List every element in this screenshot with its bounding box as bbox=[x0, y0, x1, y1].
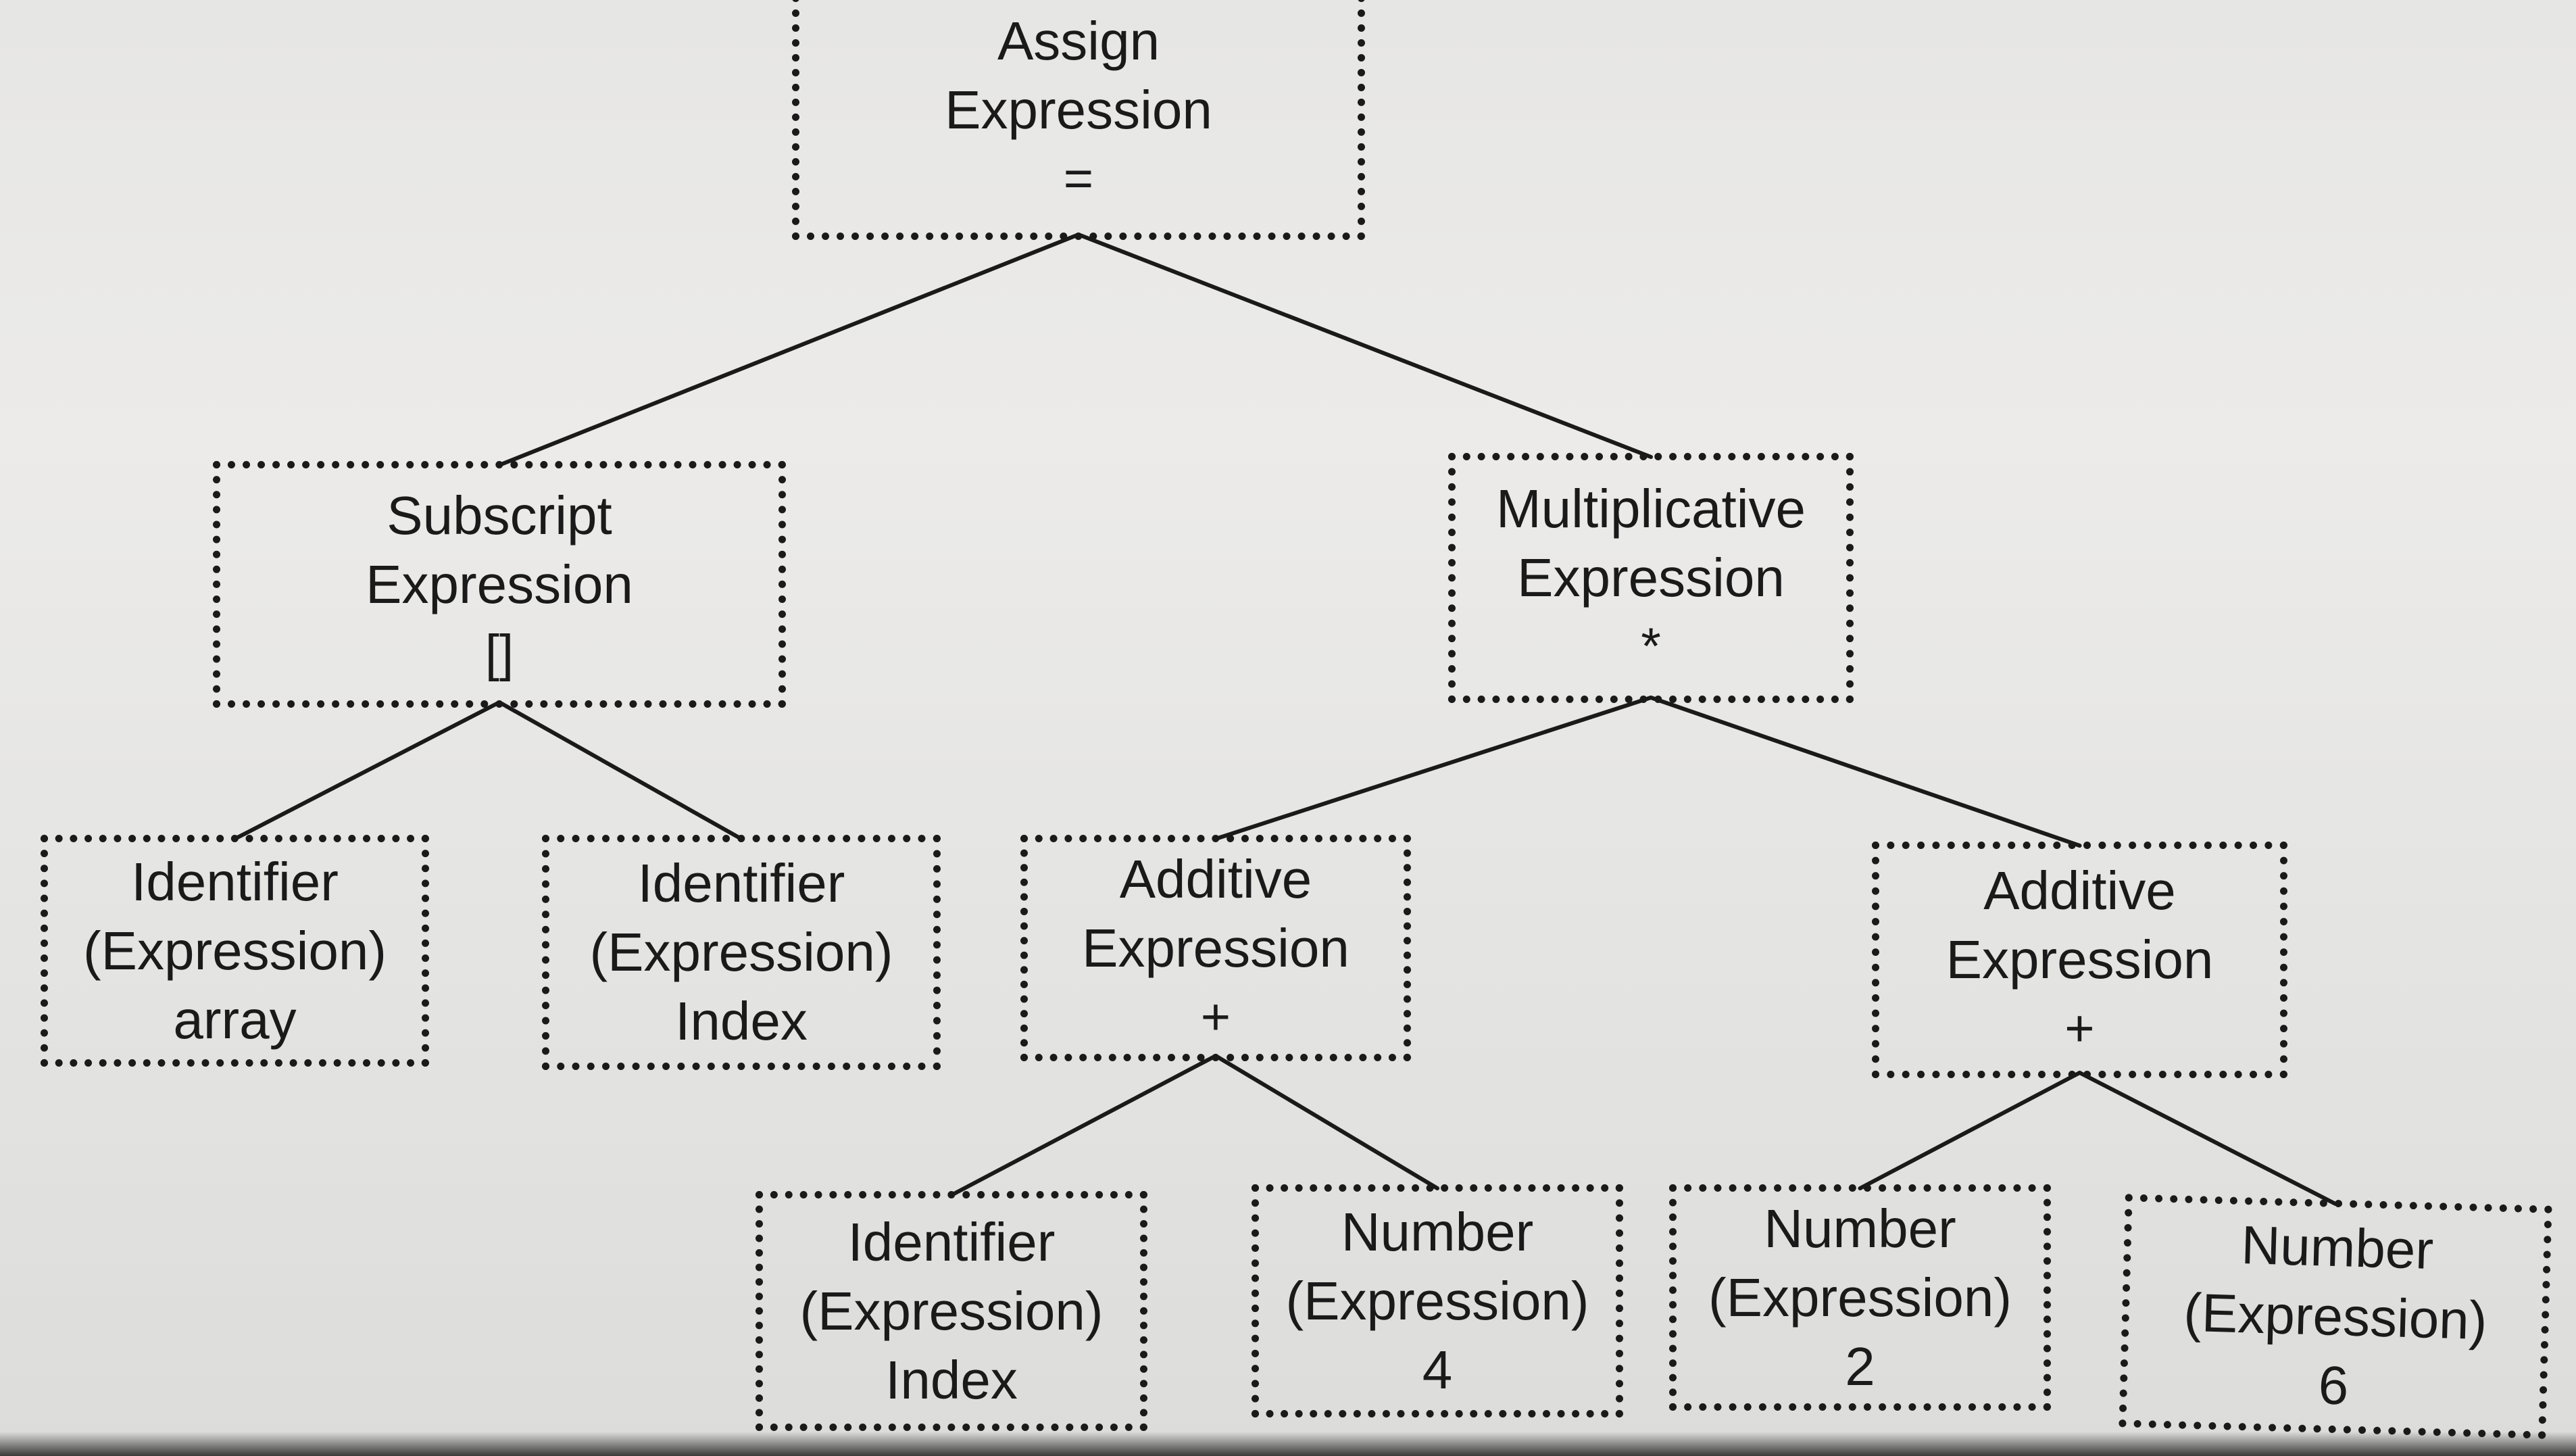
node-line-1: Number bbox=[1341, 1201, 1534, 1262]
node-line-2: Expression bbox=[366, 554, 633, 614]
node-line-2: (Expression) bbox=[1285, 1270, 1589, 1331]
node-operator: + bbox=[1200, 988, 1231, 1046]
node-line-2: (Expression) bbox=[1708, 1267, 2012, 1328]
node-identifier-index: Identifier (Expression) Index bbox=[542, 835, 941, 1070]
node-operator: = bbox=[1063, 149, 1094, 208]
edge-subscript-to-identifier-index-1 bbox=[497, 700, 743, 841]
node-line-1: Identifier bbox=[847, 1211, 1056, 1272]
node-identifier-index-leaf: Identifier (Expression) Index bbox=[756, 1191, 1147, 1431]
node-line-1: Identifier bbox=[131, 851, 339, 912]
edge-subscript-to-identifier-array bbox=[232, 700, 501, 841]
edge-multiplicative-to-additive-1 bbox=[1214, 696, 1653, 841]
node-subscript-expression: Subscript Expression [] bbox=[213, 461, 786, 708]
node-line-2: (Expression) bbox=[2183, 1282, 2488, 1351]
node-operator: + bbox=[2064, 1000, 2095, 1057]
node-number-6: Number (Expression) 6 bbox=[2119, 1194, 2552, 1439]
node-multiplicative-expression: Multiplicative Expression * bbox=[1448, 453, 1854, 703]
edge-additive-2-to-number-6 bbox=[2077, 1071, 2337, 1206]
node-line-3: 6 bbox=[2317, 1354, 2350, 1416]
edge-assign-to-subscript bbox=[497, 233, 1081, 467]
node-line-2: Expression bbox=[1517, 548, 1785, 608]
edge-additive-1-to-number-4 bbox=[1214, 1054, 1439, 1190]
node-operator: [] bbox=[485, 624, 514, 682]
edge-multiplicative-to-additive-2 bbox=[1649, 696, 2082, 848]
node-line-2: (Expression) bbox=[799, 1280, 1104, 1341]
node-line-1: Identifier bbox=[637, 853, 845, 913]
node-line-3: 2 bbox=[1845, 1336, 1875, 1397]
node-line-1: Assign bbox=[997, 10, 1160, 71]
node-line-3: Index bbox=[675, 991, 808, 1051]
edge-assign-to-multiplicative bbox=[1076, 233, 1653, 459]
node-number-2: Number (Expression) 2 bbox=[1669, 1184, 2051, 1411]
node-line-3: 4 bbox=[1422, 1339, 1453, 1400]
node-line-1: Number bbox=[2240, 1214, 2435, 1280]
node-identifier-array: Identifier (Expression) array bbox=[41, 835, 429, 1067]
node-line-2: Expression bbox=[1082, 917, 1349, 978]
node-operator: * bbox=[1641, 618, 1661, 675]
node-line-2: Expression bbox=[1946, 929, 2214, 990]
node-number-4: Number (Expression) 4 bbox=[1252, 1184, 1623, 1417]
node-line-2: Expression bbox=[945, 79, 1212, 140]
node-line-1: Subscript bbox=[387, 485, 612, 545]
edge-additive-2-to-number-2 bbox=[1858, 1071, 2082, 1190]
node-line-1: Additive bbox=[1119, 848, 1312, 909]
node-line-2: (Expression) bbox=[82, 920, 387, 981]
edge-additive-1-to-identifier-index-2 bbox=[949, 1054, 1218, 1197]
node-line-1: Number bbox=[1764, 1198, 1956, 1259]
node-line-3: Index bbox=[885, 1349, 1018, 1410]
node-line-1: Multiplicative bbox=[1496, 479, 1806, 539]
node-line-2: (Expression) bbox=[589, 922, 893, 982]
node-line-1: Additive bbox=[1983, 860, 2176, 921]
node-additive-expression-left: Additive Expression + bbox=[1020, 835, 1411, 1061]
page-edge-shadow bbox=[0, 1432, 2576, 1456]
node-line-3: array bbox=[173, 989, 297, 1050]
node-additive-expression-right: Additive Expression + bbox=[1872, 842, 2287, 1078]
node-assign-expression: Assign Expression = bbox=[792, 0, 1365, 240]
